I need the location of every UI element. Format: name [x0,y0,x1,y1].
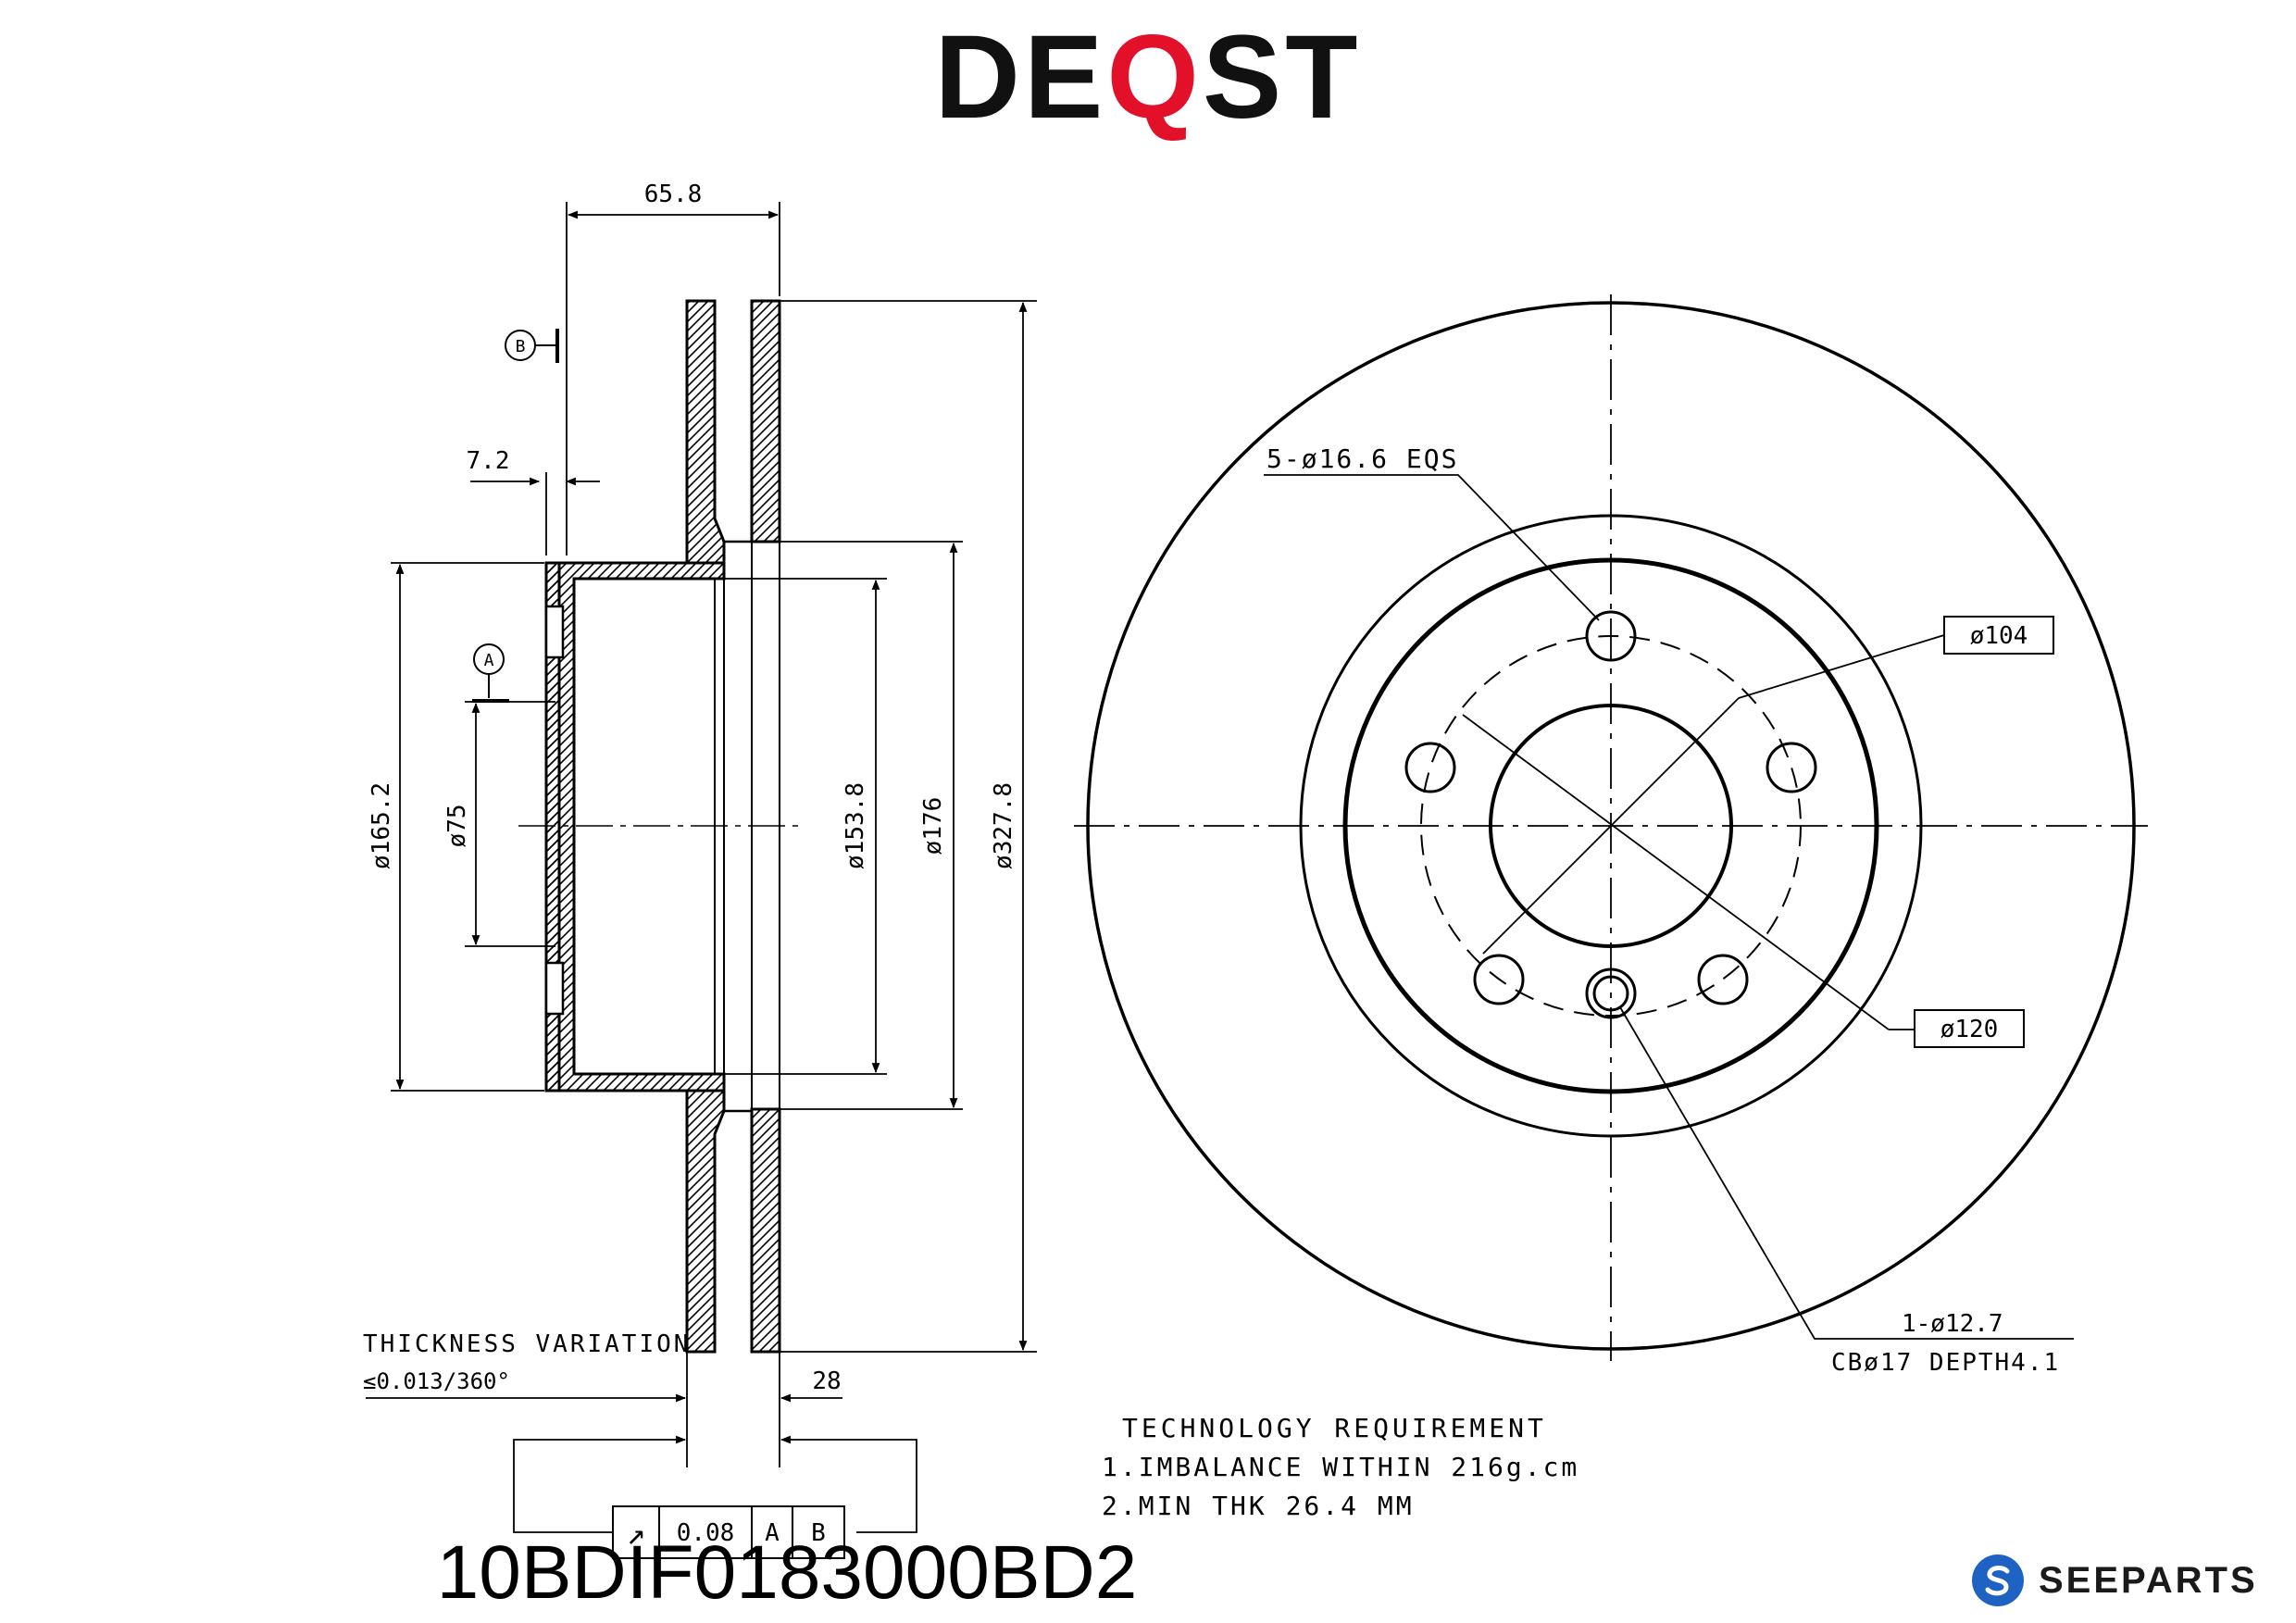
deqst-logo: DEQST [934,11,1362,144]
dim-d176: ø176 [919,797,947,855]
datum-a-label: A [484,651,494,670]
tolerance-datum-a: A [765,1519,780,1547]
hat-flange-top [544,561,726,1092]
dim-centre-bore: ø120 [1940,1016,1999,1043]
right-cheek-bottom [750,1107,781,1354]
brand-name: SEEPARTS [2039,1559,2258,1601]
left-cheek-top [685,299,726,565]
tech-title: TECHNOLOGY REQUIREMENT [1122,1413,1547,1443]
part-number: 10BDIF0183000BD2 [436,1530,1138,1615]
right-cheek-top [750,299,781,543]
tech-line-2: 2.MIN THK 26.4 MM [1102,1491,1415,1521]
seeparts-brand: SEEPARTS [1970,1548,2258,1613]
tolerance-value: 0.08 [677,1519,735,1547]
dim-d153: ø153.8 [842,782,869,869]
callout-box-104 [1943,616,2054,655]
dim-thickness: 28 [812,1367,841,1395]
datum-b: B [505,329,559,363]
front-view [1074,294,2148,1361]
dim-pin-hole: 1-ø12.7 [1902,1310,2003,1338]
dim-flange-offset: 7.2 [467,447,510,475]
thickness-variation-label: THICKNESS VARIATION [363,1330,691,1358]
bolt-hole [1404,742,1456,793]
datum-a: A [472,643,509,703]
bolt-hole [1473,954,1525,1005]
dim-hat-height: 65.8 [644,181,703,208]
pin-hole [1592,975,1629,1012]
dim-bolt-holes: 5-ø16.6 EQS [1267,443,1458,474]
tolerance-frame [612,1505,845,1559]
mounting-face [544,561,561,1092]
dim-d75: ø75 [443,805,471,848]
dim-counterbore: CBø17 DEPTH4.1 [1831,1349,2060,1377]
thickness-variation-value: ≤0.013/360° [363,1368,510,1394]
pin-hole-counterbore [1585,968,1637,1019]
runout-symbol: ↗ [627,1516,645,1553]
callout-box-120 [1914,1009,2025,1048]
left-cheek-bottom [685,1089,726,1354]
side-dimensions [366,202,1037,1533]
tech-line-1: 1.IMBALANCE WITHIN 216g.cm [1102,1452,1579,1482]
dim-bolt-circle: ø104 [1970,622,2028,650]
bolt-hole [1766,742,1817,793]
bolt-hole [1697,954,1749,1005]
bolt-hole [1585,610,1637,662]
datum-b-label: B [516,337,526,356]
seeparts-logo-icon [1972,1554,2024,1606]
dim-d327: ø327.8 [990,782,1017,869]
section-view [518,299,805,1354]
dim-d165: ø165.2 [368,782,395,869]
tolerance-datum-b: B [811,1519,826,1547]
